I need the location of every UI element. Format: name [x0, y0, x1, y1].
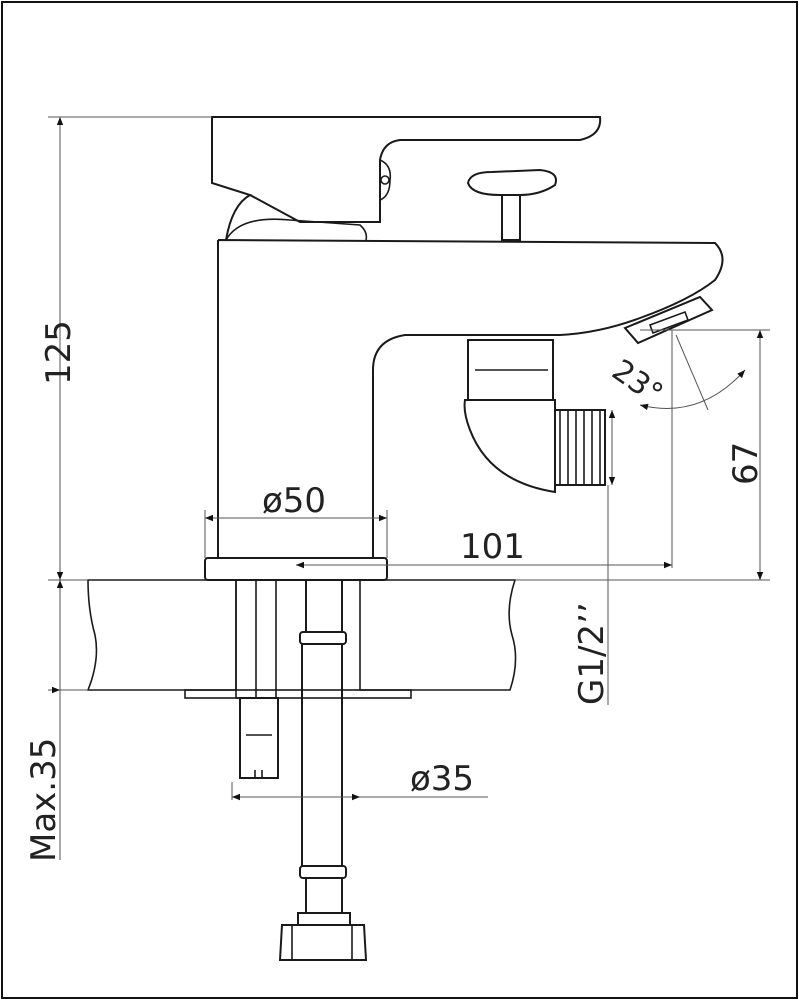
- faucet-base-ring: [204, 557, 388, 581]
- dim-height-125: 125: [39, 320, 79, 385]
- dim-outlet-67: 67: [726, 442, 766, 485]
- dimension-lines: [48, 116, 770, 860]
- mounting-rod: [235, 579, 279, 779]
- shower-outlet: [463, 339, 606, 494]
- dim-angle-23: 23°: [605, 353, 669, 412]
- dim-diameter-50: ø50: [262, 481, 326, 521]
- lever-handle: [211, 116, 602, 241]
- faucet-body: [217, 239, 724, 558]
- dim-thread-g12: G1/2’’: [572, 602, 612, 705]
- dim-reach-101: 101: [460, 527, 525, 567]
- diverter-knob: [466, 168, 557, 241]
- flexible-hose: [278, 579, 368, 961]
- spout-aerator: [623, 295, 714, 345]
- dim-diameter-35: ø35: [410, 759, 474, 799]
- dim-max-35: Max.35: [24, 738, 64, 862]
